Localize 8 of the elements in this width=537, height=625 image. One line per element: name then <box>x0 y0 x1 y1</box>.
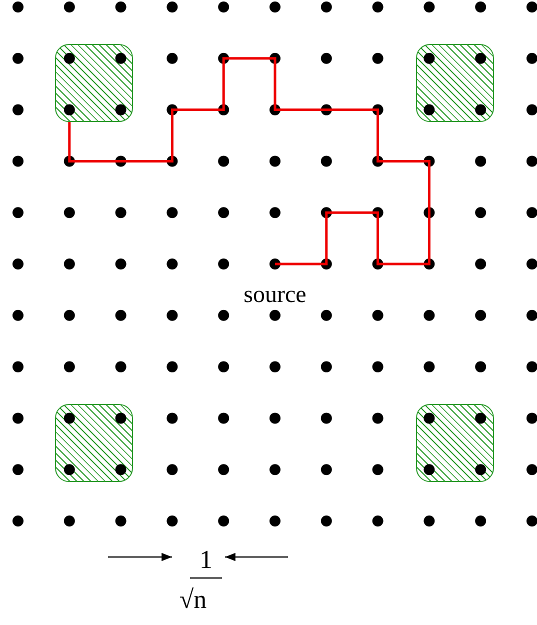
hatched-region <box>416 404 494 482</box>
hatched-region <box>55 404 133 482</box>
path-line <box>68 57 430 266</box>
hatched-region <box>416 44 494 122</box>
fraction-numerator: 1 <box>198 546 214 574</box>
point-label: source <box>244 282 306 308</box>
hatched-region <box>55 44 133 122</box>
fraction-denominator: √n <box>178 586 208 614</box>
